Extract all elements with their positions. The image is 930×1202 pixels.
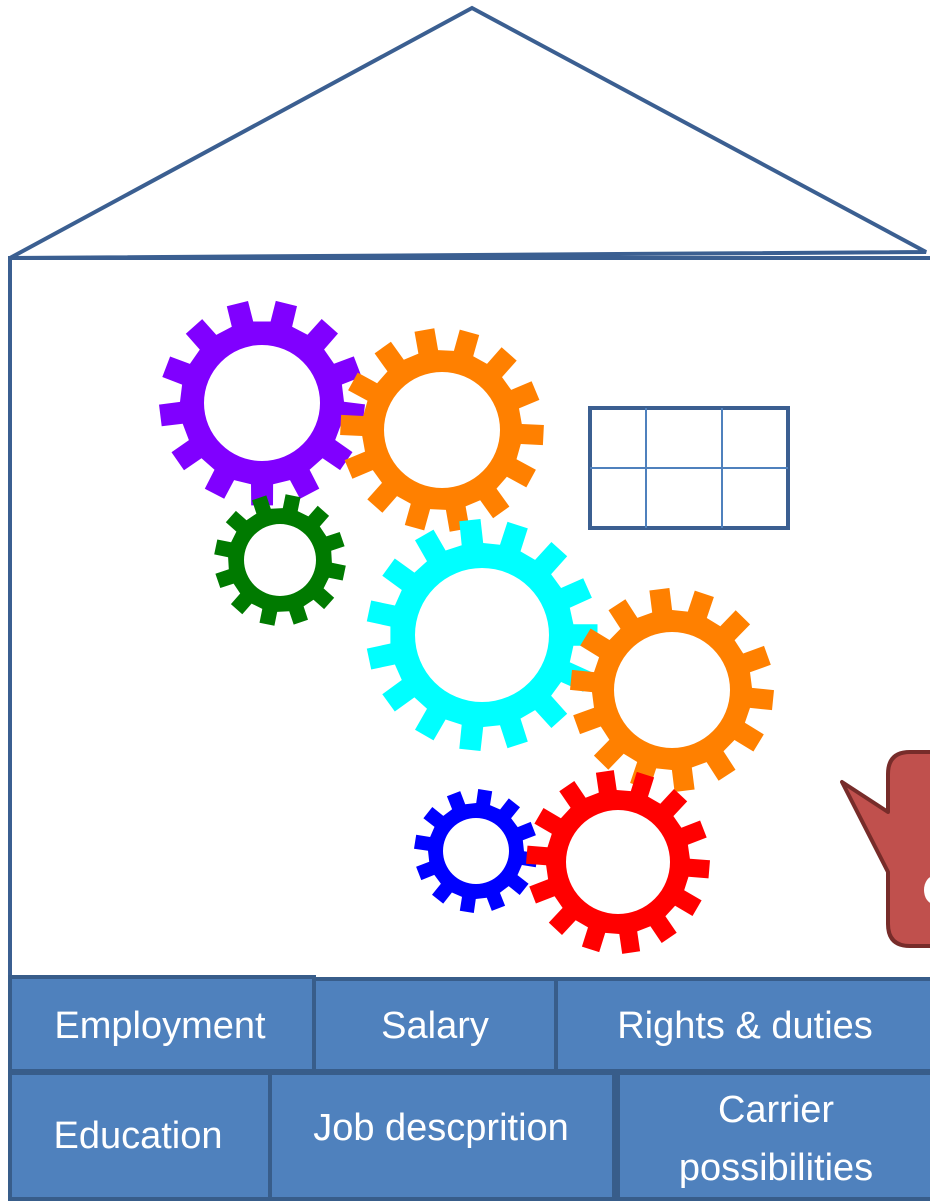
gears-group [159,300,774,954]
block-rights-duties-label: Rights & duties [617,1005,873,1047]
speech-callout [840,750,930,948]
block-employment: Employment [8,975,316,1073]
orange-gear-top [340,328,544,532]
block-salary: Salary [312,977,558,1073]
purple-gear [159,300,365,506]
block-job-description: Job descprition [268,1071,616,1201]
blue-gear [414,789,538,913]
block-rights-duties: Rights & duties [554,977,930,1073]
block-carrier-label-line2: possibilities [679,1147,873,1189]
block-carrier-possibilities: Carrier possibilities [616,1071,930,1201]
block-carrier-label-line1: Carrier [718,1089,834,1131]
green-gear [214,494,346,626]
block-salary-label: Salary [381,1005,489,1047]
orange-gear-right [570,588,774,792]
window [588,406,790,530]
red-gear [526,770,710,954]
roof [9,5,927,260]
callout-text-fragment [924,877,930,903]
block-job-description-label: Job descprition [313,1107,569,1149]
block-education: Education [8,1071,272,1201]
cyan-gear [366,519,598,751]
block-employment-label: Employment [54,1005,266,1047]
block-education-label: Education [53,1115,222,1157]
